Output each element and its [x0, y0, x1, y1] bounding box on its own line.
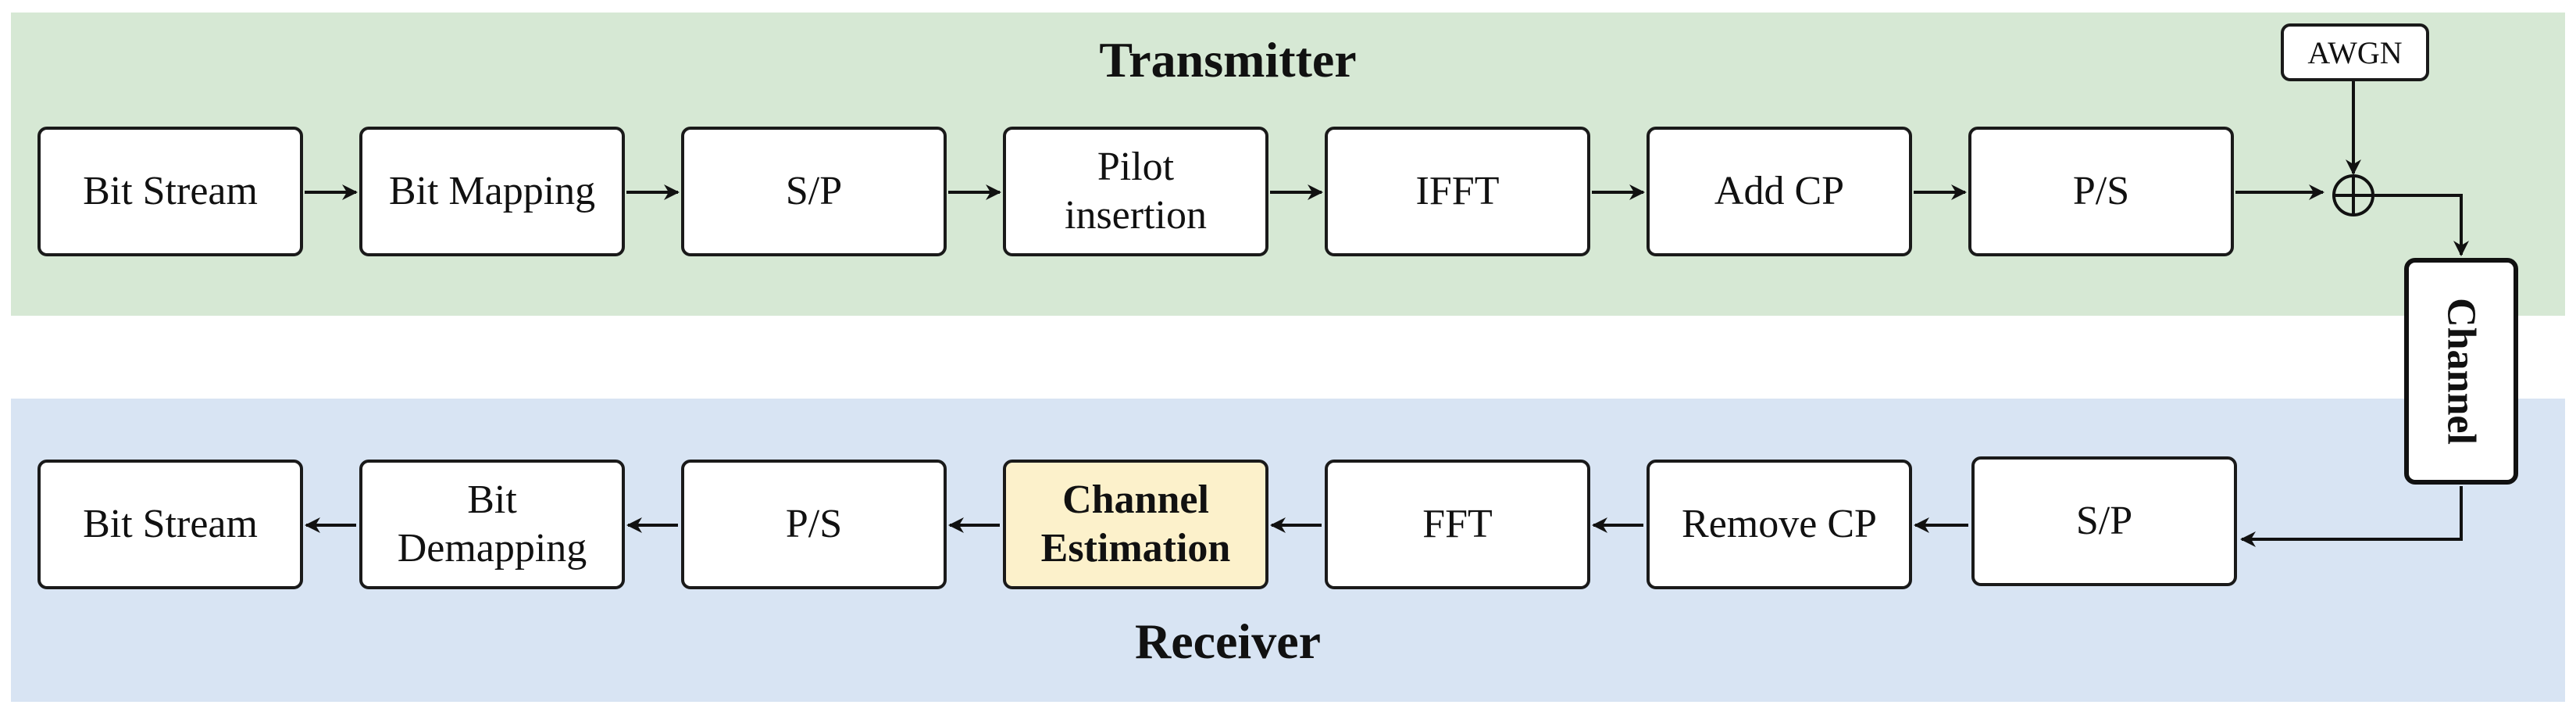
rx-ps-block: P/S	[681, 460, 947, 589]
tx-add-cp-block: Add CP	[1647, 127, 1912, 256]
tx-pilot-insertion-label: Pilot insertion	[1065, 144, 1207, 238]
rx-sp-block: S/P	[1971, 456, 2237, 586]
tx-bit-mapping-label: Bit Mapping	[388, 168, 596, 213]
rx-channel-estimation-block: Channel Estimation	[1003, 460, 1268, 589]
tx-ps-block: P/S	[1968, 127, 2234, 256]
rx-fft-label: FFT	[1422, 501, 1493, 546]
tx-bit-stream-block: Bit Stream	[37, 127, 303, 256]
rx-channel-estimation-label: Channel Estimation	[1040, 477, 1231, 571]
awgn-label: AWGN	[2307, 34, 2403, 70]
rx-bit-stream-label: Bit Stream	[83, 501, 258, 546]
channel-block: Channel	[2404, 258, 2518, 485]
rx-bit-demapping-block: Bit Demapping	[359, 460, 625, 589]
transmitter-title: Transmitter	[1099, 32, 1357, 88]
rx-remove-cp-label: Remove CP	[1682, 501, 1877, 546]
tx-sp-block: S/P	[681, 127, 947, 256]
rx-sp-label: S/P	[2075, 498, 2133, 543]
arrow-sum-to-channel	[2374, 194, 2469, 256]
tx-sp-label: S/P	[785, 168, 843, 213]
tx-ifft-label: IFFT	[1415, 168, 1500, 213]
adder-symbol	[2332, 174, 2374, 216]
tx-pilot-insertion-block: Pilot insertion	[1003, 127, 1268, 256]
rx-ps-label: P/S	[785, 501, 843, 546]
rx-bit-demapping-label: Bit Demapping	[397, 477, 587, 571]
rx-remove-cp-block: Remove CP	[1647, 460, 1912, 589]
arrow-channel-to-rx	[2240, 486, 2463, 547]
tx-ifft-block: IFFT	[1325, 127, 1590, 256]
receiver-title: Receiver	[1134, 613, 1322, 669]
rx-bit-stream-block: Bit Stream	[37, 460, 303, 589]
tx-bit-stream-label: Bit Stream	[83, 168, 258, 213]
tx-bit-mapping-block: Bit Mapping	[359, 127, 625, 256]
tx-ps-label: P/S	[2072, 168, 2130, 213]
rx-fft-block: FFT	[1325, 460, 1590, 589]
tx-add-cp-label: Add CP	[1714, 168, 1845, 213]
awgn-block: AWGN	[2281, 23, 2429, 81]
